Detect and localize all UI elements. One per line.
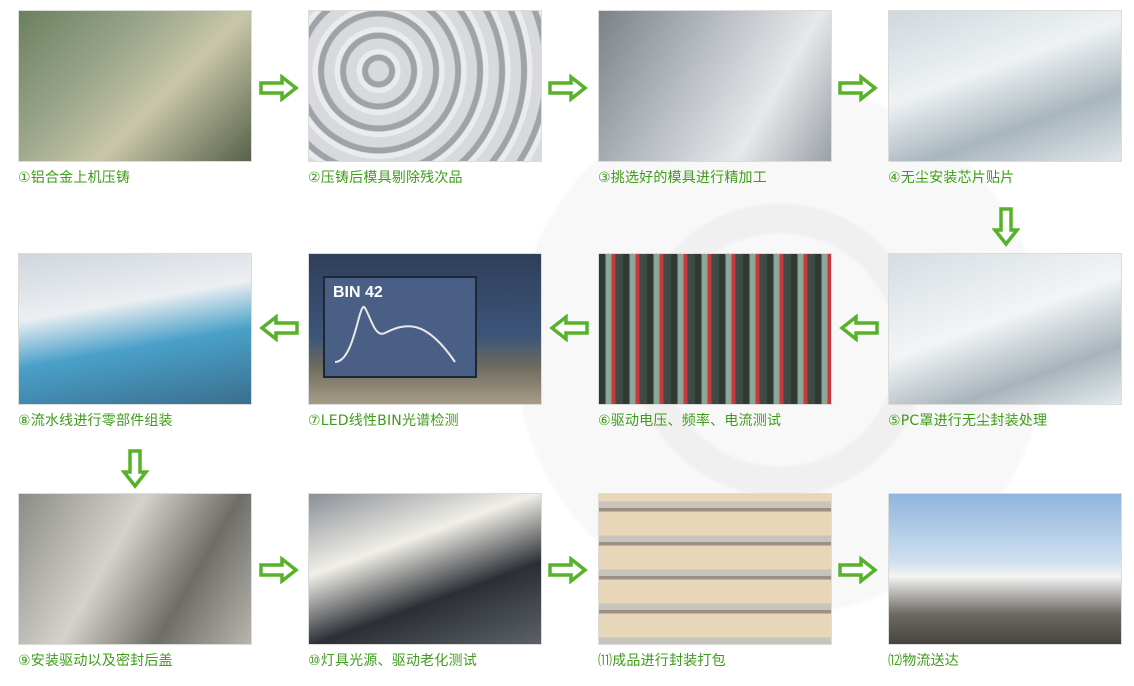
step-1-caption: ①铝合金上机压铸 bbox=[18, 170, 131, 186]
step-11-photo bbox=[598, 493, 832, 645]
step-8-photo bbox=[18, 253, 252, 405]
process-step-8: ⑧流水线进行零部件组装 bbox=[18, 253, 252, 430]
process-step-10: ⑩灯具光源、驱动老化测试 bbox=[308, 493, 542, 670]
step-2-caption: ②压铸后模具剔除残次品 bbox=[308, 170, 463, 186]
arrow-right-icon bbox=[259, 74, 299, 102]
spectrum-curve-icon bbox=[334, 306, 456, 363]
arrow-right-icon bbox=[838, 74, 878, 102]
step-6-photo bbox=[598, 253, 832, 405]
step-12-photo bbox=[888, 493, 1122, 645]
step-11-caption: ⑾成品进行封装打包 bbox=[598, 653, 726, 669]
step-12-caption: ⑿物流送达 bbox=[888, 653, 959, 669]
step-6-caption: ⑥驱动电压、频率、电流测试 bbox=[598, 413, 782, 429]
step-9-photo bbox=[18, 493, 252, 645]
process-step-12: ⑿物流送达 bbox=[888, 493, 1122, 670]
process-step-5: ⑤PC罩进行无尘封装处理 bbox=[888, 253, 1122, 430]
process-step-1: ①铝合金上机压铸 bbox=[18, 10, 252, 187]
arrow-right-icon bbox=[548, 74, 588, 102]
process-step-2: ②压铸后模具剔除残次品 bbox=[308, 10, 542, 187]
arrow-left-icon bbox=[259, 314, 299, 342]
step-4-caption: ④无尘安装芯片贴片 bbox=[888, 170, 1015, 186]
step-8-caption: ⑧流水线进行零部件组装 bbox=[18, 413, 173, 429]
process-step-4: ④无尘安装芯片贴片 bbox=[888, 10, 1122, 187]
process-step-6: ⑥驱动电压、频率、电流测试 bbox=[598, 253, 832, 430]
arrow-left-icon bbox=[839, 314, 879, 342]
step-5-photo bbox=[888, 253, 1122, 405]
arrow-down-icon bbox=[121, 449, 149, 489]
step-7-photo: BIN 42 bbox=[308, 253, 542, 405]
step-2-photo bbox=[308, 10, 542, 162]
step-3-photo bbox=[598, 10, 832, 162]
step-7-caption: ⑦LED线性BIN光谱检测 bbox=[308, 413, 459, 429]
arrow-right-icon bbox=[838, 556, 878, 584]
spectrum-monitor-screen: BIN 42 bbox=[323, 276, 477, 378]
step-5-caption: ⑤PC罩进行无尘封装处理 bbox=[888, 413, 1048, 429]
arrow-right-icon bbox=[548, 556, 588, 584]
arrow-down-icon bbox=[992, 207, 1020, 247]
step-1-photo bbox=[18, 10, 252, 162]
arrow-right-icon bbox=[259, 556, 299, 584]
step-9-caption: ⑨安装驱动以及密封后盖 bbox=[18, 653, 173, 669]
process-step-3: ③挑选好的模具进行精加工 bbox=[598, 10, 832, 187]
step-4-photo bbox=[888, 10, 1122, 162]
arrow-left-icon bbox=[549, 314, 589, 342]
process-step-11: ⑾成品进行封装打包 bbox=[598, 493, 832, 670]
step-10-photo bbox=[308, 493, 542, 645]
step-10-caption: ⑩灯具光源、驱动老化测试 bbox=[308, 653, 477, 669]
process-step-9: ⑨安装驱动以及密封后盖 bbox=[18, 493, 252, 670]
monitor-bin-label: BIN 42 bbox=[333, 284, 383, 301]
step-3-caption: ③挑选好的模具进行精加工 bbox=[598, 170, 767, 186]
process-step-7: BIN 42 ⑦LED线性BIN光谱检测 bbox=[308, 253, 542, 430]
